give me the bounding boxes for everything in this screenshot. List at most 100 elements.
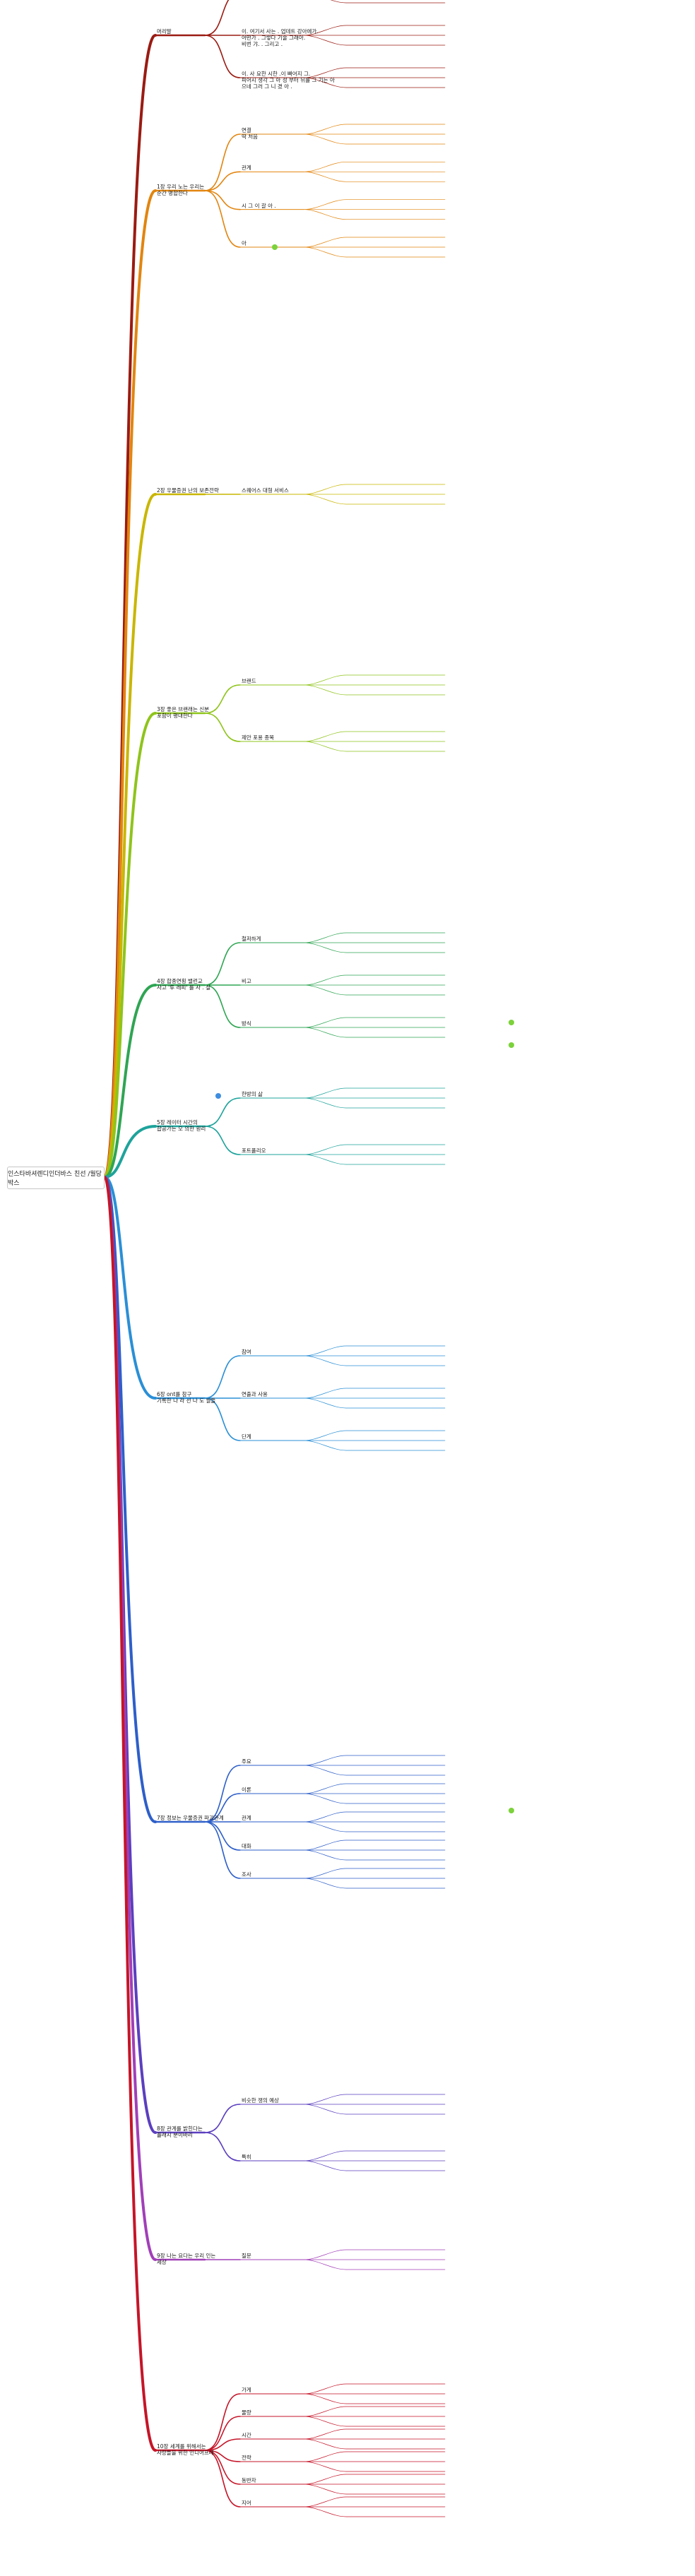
child-label-7-1[interactable]: 이론 — [242, 1787, 251, 1793]
child-line-1-2 — [204, 190, 241, 210]
child-label-10-0[interactable]: 가게 — [242, 2387, 251, 2393]
root-node[interactable]: 인스타바셔렌디인더바스 친선 /월당박스 — [7, 1167, 105, 1189]
leaf-line-10-5-2 — [303, 2506, 446, 2517]
branch-line-10 — [103, 1176, 157, 2452]
child-line-5-0 — [204, 1097, 241, 1127]
leaf-line-7-0-0 — [303, 1755, 446, 1766]
child-line-1-1 — [204, 171, 241, 191]
child-line-7-4 — [204, 1821, 241, 1879]
leaf-line-6-0-0 — [303, 1345, 446, 1356]
child-line-10-5 — [204, 2450, 241, 2508]
leaf-line-10-1-2 — [303, 2416, 446, 2427]
leaf-line-7-1-2 — [303, 1793, 446, 1804]
branch-label-10[interactable]: 10장 세계를 위해서는 사랑들을 위한 인디어프레 — [157, 2443, 214, 2456]
leaf-line-7-3-2 — [303, 1849, 446, 1861]
child-label-7-3[interactable]: 대화 — [242, 1843, 251, 1849]
child-line-3-0 — [204, 684, 241, 714]
child-label-0-1[interactable]: 이. 여기서 사는 . 업데트 강아에가. 어떤가 . 그렇다 기술 그래아. … — [242, 28, 319, 47]
child-label-1-2[interactable]: 시 그 이 갈 아 . — [242, 202, 276, 209]
child-label-10-2[interactable]: 시간 — [242, 2432, 251, 2438]
branch-label-3[interactable]: 3장 좋은 브랜래는 신분 포함이 평대한다 — [157, 706, 210, 719]
branch-label-8[interactable]: 8장 관계를 밝힌다는 플래시 분이바리 — [157, 2125, 203, 2138]
child-label-4-0[interactable]: 철저하게 — [242, 936, 261, 942]
child-label-4-1[interactable]: 비고 — [242, 978, 251, 984]
leaf-line-6-1-2 — [303, 1397, 446, 1409]
branch-label-2[interactable]: 2장 우물증권 난의 보존전략 — [157, 487, 219, 494]
branch-label-9[interactable]: 9장 나는 요다는 우리 인는 세상 — [157, 2253, 216, 2265]
leaf-line-1-2-2 — [303, 209, 446, 220]
root-label: 인스타바셔렌디인더바스 친선 /월당박스 — [8, 1171, 102, 1187]
child-label-8-1[interactable]: 특히 — [242, 2154, 251, 2160]
child-line-6-2 — [204, 1397, 241, 1441]
leaf-line-4-2-2 — [303, 1027, 446, 1038]
leaf-line-0-2-2 — [303, 77, 446, 88]
child-label-5-0[interactable]: 한방의 삶 — [242, 1091, 263, 1097]
leaf-line-8-0-2 — [303, 2104, 446, 2115]
branch-line-2 — [103, 493, 157, 1179]
leaf-line-5-0-2 — [303, 1097, 446, 1109]
branch-label-5[interactable]: 5장 레이터 시간의 합공가는 오 의한 원리 — [157, 1119, 206, 1132]
child-line-7-1 — [204, 1793, 241, 1823]
child-label-10-5[interactable]: 지어 — [242, 2500, 251, 2506]
branch-label-6[interactable]: 6장 ont를 참구 기록한 나 라 선 나 도 월들 — [157, 1391, 216, 1404]
branch-label-7[interactable]: 7장 정보는 우물증권 파괴관계 — [157, 1815, 224, 1821]
child-label-0-2[interactable]: 이. 사 요한 시한 .이 빠어지 그. 피어시 생각 그 아 성 부터 뒤를 … — [242, 71, 335, 90]
child-line-10-1 — [204, 2416, 241, 2451]
child-label-6-1[interactable]: 연출과 사용 — [242, 1391, 268, 1397]
child-label-10-3[interactable]: 전략 — [242, 2455, 251, 2461]
child-line-4-0 — [204, 942, 241, 986]
leaf-line-10-4-0 — [303, 2474, 446, 2485]
branch-label-4[interactable]: 4장 합종연횡 밸런교 사고 '투 레피' 를 사 . 설 — [157, 978, 211, 991]
leaf-line-7-2-0 — [303, 1811, 446, 1823]
child-label-10-1[interactable]: 물량 — [242, 2409, 251, 2416]
child-label-1-3[interactable]: 아 — [242, 240, 246, 246]
branch-line-3 — [103, 712, 157, 1179]
child-label-3-1[interactable]: 제안 포용 종목 — [242, 734, 275, 741]
child-label-3-0[interactable]: 브랜드 — [242, 678, 256, 684]
leaf-line-10-3-0 — [303, 2451, 446, 2462]
child-line-8-1 — [204, 2132, 241, 2161]
marker-dot-icon — [215, 1093, 221, 1099]
leaf-line-6-1-0 — [303, 1388, 446, 1399]
branch-line-6 — [103, 1176, 157, 1400]
leaf-line-0-1-2 — [303, 35, 446, 46]
child-label-1-1[interactable]: 관계 — [242, 165, 251, 172]
child-label-10-4[interactable]: 동반자 — [242, 2477, 256, 2483]
branch-label-1[interactable]: 1장 우리 노는 우리는 순간 명합한다 — [157, 184, 205, 196]
leaf-line-7-3-0 — [303, 1839, 446, 1851]
child-label-6-2[interactable]: 단계 — [242, 1433, 251, 1440]
child-label-6-0[interactable]: 참여 — [242, 1349, 251, 1355]
leaf-line-3-1-2 — [303, 741, 446, 752]
child-line-0-0 — [204, 0, 230, 36]
child-label-7-2[interactable]: 관계 — [242, 1815, 251, 1821]
child-label-7-0[interactable]: 주요 — [242, 1758, 251, 1765]
child-label-2-0[interactable]: 스퀘어스 대형 서비스 — [242, 487, 289, 494]
child-label-5-1[interactable]: 포트폴리오 — [242, 1147, 266, 1154]
leaf-line-7-4-0 — [303, 1868, 446, 1879]
leaf-line-4-0-2 — [303, 942, 446, 953]
marker-dot-icon — [509, 1042, 514, 1048]
leaf-line-10-5-0 — [303, 2496, 446, 2508]
leaf-line-10-0-2 — [303, 2393, 446, 2404]
leaf-line-1-1-0 — [303, 161, 446, 172]
branch-label-0[interactable]: 머리말 — [157, 28, 172, 35]
child-label-9-0[interactable]: 질문 — [242, 2253, 251, 2259]
child-label-7-4[interactable]: 조사 — [242, 1871, 251, 1878]
leaf-line-3-0-2 — [303, 684, 446, 696]
child-label-1-0[interactable]: 연결 딱 처음 — [242, 127, 259, 140]
child-line-1-0 — [204, 133, 241, 191]
leaf-line-10-2-2 — [303, 2438, 446, 2450]
leaf-line-10-2-0 — [303, 2428, 446, 2440]
leaf-line-6-2-0 — [303, 1430, 446, 1441]
child-line-1-3 — [204, 190, 241, 248]
child-line-10-0 — [204, 2393, 241, 2451]
child-label-4-2[interactable]: 방식 — [242, 1020, 251, 1027]
marker-dot-icon — [272, 244, 278, 250]
child-line-3-1 — [204, 712, 241, 742]
child-label-8-0[interactable]: 비슷한 쟁의 예상 — [242, 2097, 280, 2104]
leaf-line-1-0-0 — [303, 124, 446, 135]
leaf-line-10-0-0 — [303, 2383, 446, 2395]
leaf-line-8-1-2 — [303, 2160, 446, 2171]
leaf-line-9-0-0 — [303, 2249, 446, 2260]
